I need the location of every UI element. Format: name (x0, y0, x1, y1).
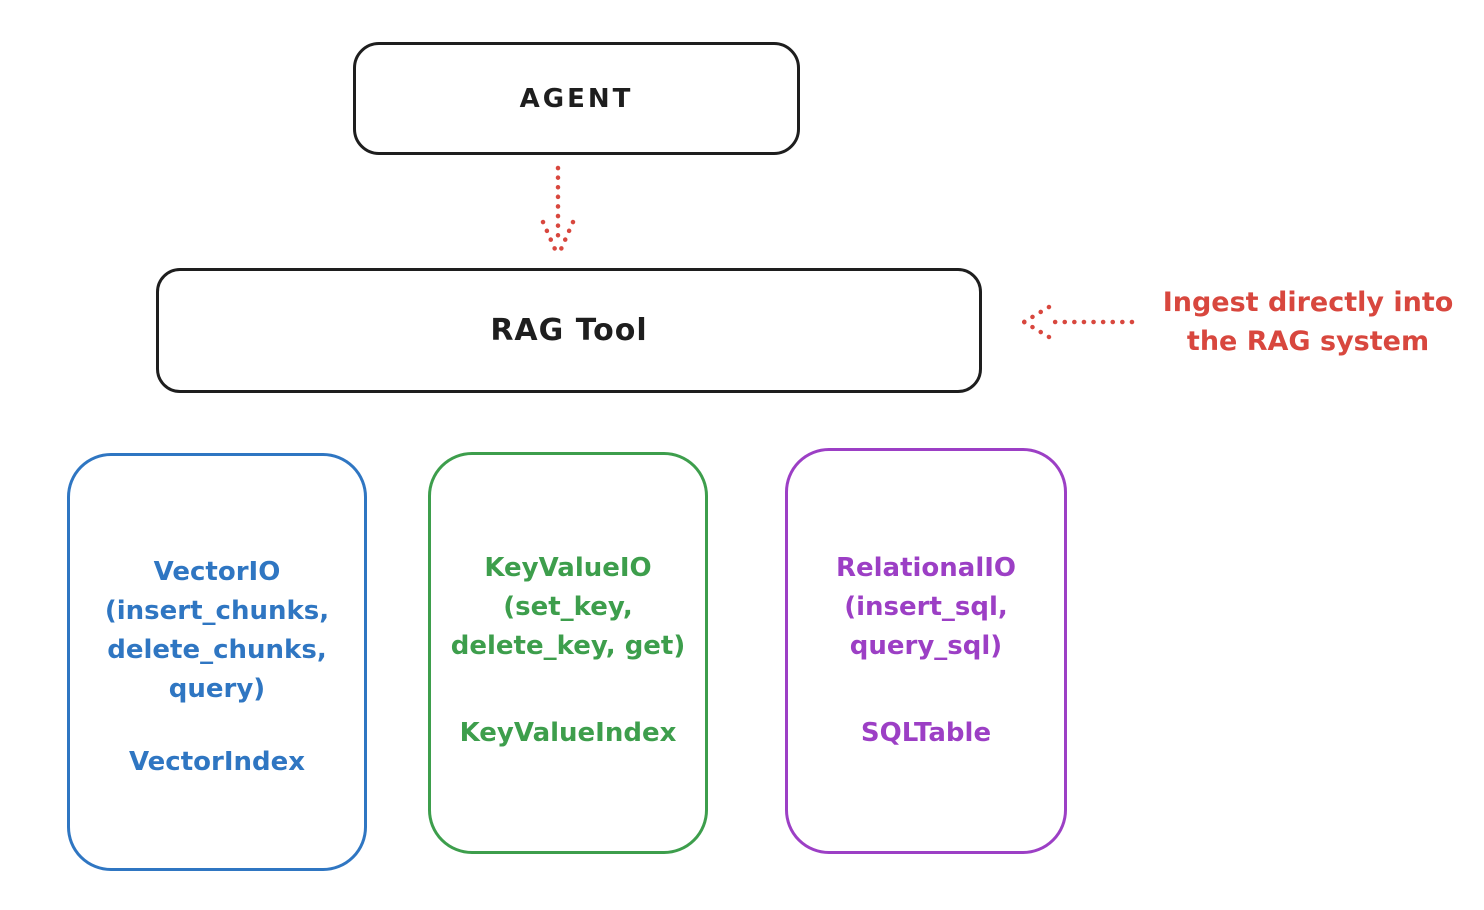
relational-io-box: RelationalIO (insert_sql, query_sql) SQL… (785, 448, 1067, 854)
relational-io-title: RelationalIO (835, 553, 1017, 583)
vector-io-params-line1: (insert_chunks, (104, 596, 330, 626)
keyvalue-io-text: KeyValueIO (set_key, delete_key, get) Ke… (431, 455, 705, 753)
relational-io-text: RelationalIO (insert_sql, query_sql) SQL… (788, 451, 1064, 753)
ingest-annotation: Ingest directly into the RAG system (1140, 283, 1476, 361)
ingest-annotation-line1: Ingest directly into (1162, 287, 1454, 318)
keyvalue-io-box: KeyValueIO (set_key, delete_key, get) Ke… (428, 452, 708, 854)
agent-label: AGENT (519, 83, 634, 114)
rag-tool-box: RAG Tool (156, 268, 982, 393)
relational-io-params-line2: query_sql) (849, 631, 1003, 661)
keyvalue-io-title: KeyValueIO (484, 553, 652, 583)
vector-io-box: VectorIO (insert_chunks, delete_chunks, … (67, 453, 367, 871)
keyvalue-io-params-line1: (set_key, (503, 592, 633, 622)
sql-table-label: SQLTable (860, 718, 992, 748)
vector-io-params-line2: delete_chunks, (107, 635, 327, 665)
vector-io-params-line3: query) (168, 674, 266, 704)
vector-io-title: VectorIO (153, 557, 281, 587)
keyvalue-index-label: KeyValueIndex (459, 718, 677, 748)
vector-io-text: VectorIO (insert_chunks, delete_chunks, … (70, 456, 364, 782)
vector-index-label: VectorIndex (128, 747, 306, 777)
ingest-annotation-arrow (1021, 304, 1135, 340)
rag-tool-label: RAG Tool (490, 313, 648, 348)
ingest-annotation-line2: the RAG system (1186, 326, 1430, 357)
relational-io-params-line1: (insert_sql, (844, 592, 1008, 622)
agent-box: AGENT (353, 42, 800, 155)
keyvalue-io-params-line2: delete_key, get) (450, 631, 686, 661)
agent-to-ragtool-arrow (540, 165, 576, 259)
